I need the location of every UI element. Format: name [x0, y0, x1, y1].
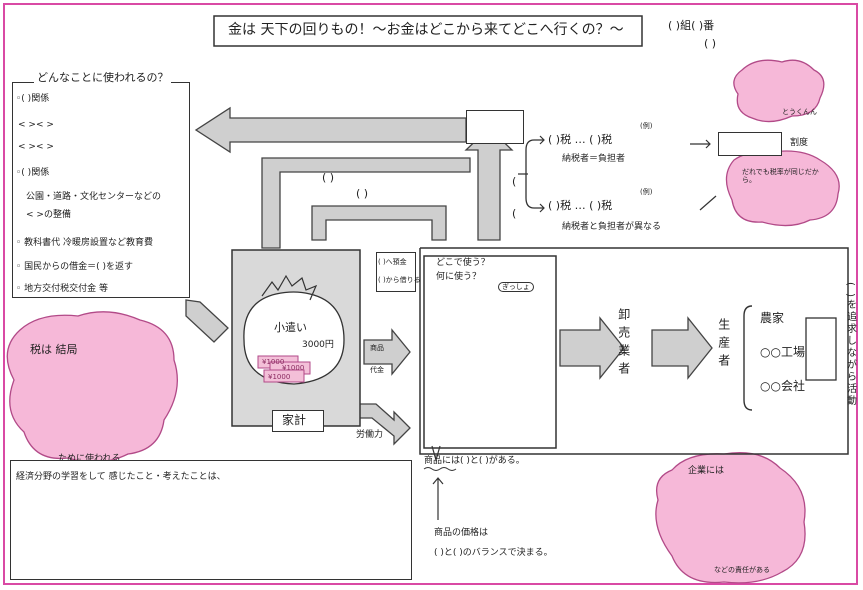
uses-line: < >の整備 — [26, 210, 71, 220]
arrow-loop-top — [312, 206, 446, 240]
uses-line: ◦( )関係 — [16, 168, 49, 178]
bill-label: ¥1000 — [282, 364, 304, 372]
tax-bracket — [518, 140, 534, 208]
cloud-mid-right — [726, 151, 839, 226]
arrow-up-gov — [466, 128, 512, 240]
uses-line: < >< > — [18, 142, 54, 152]
up-arrow-icon — [433, 478, 443, 520]
producer-item: ○○会社 — [760, 380, 805, 394]
uses-line: ◦ 教科書代 冷暖房設置など教育費 — [16, 238, 153, 248]
company-cloud-top: 企業には — [688, 466, 724, 476]
cloud-left — [7, 312, 177, 462]
uses-line: 公園・道路・文化センターなどの — [26, 192, 161, 202]
uses-line: ◦ 国民からの借金＝( )を返す — [16, 262, 133, 272]
pursuit-label: ( )を追求しながら活動 — [844, 282, 856, 407]
side-paren: ( — [512, 208, 516, 221]
side-paren: ( — [512, 176, 516, 189]
question-where: どこで使う？ — [436, 258, 490, 268]
company-cloud-bottom: などの責任がある — [714, 566, 770, 574]
arrow-to-producer — [652, 318, 712, 378]
tax-arrow-1 — [534, 136, 544, 144]
uses-line: < >< > — [18, 120, 54, 130]
cloud-company — [656, 453, 805, 583]
price-note-1: 商品の価格は — [434, 528, 488, 538]
bill-label: ¥1000 — [268, 373, 290, 381]
cloud-top-text: とうくんん — [782, 108, 817, 116]
reflection-prompt: 経済分野の学習をして 感じたこと・考えたことは、 — [16, 472, 226, 482]
tax-arrow-4 — [700, 196, 716, 210]
price-label: 代金 — [370, 366, 384, 374]
pocket-money-label: 小遣い — [274, 322, 307, 335]
government-box — [466, 110, 524, 144]
household-label: 家計 — [282, 414, 306, 428]
class-number: ( )組( )番 — [668, 20, 714, 33]
wave-underline — [424, 468, 456, 471]
producer-item: 農家 — [760, 312, 784, 326]
labor-label: 労働力 — [356, 430, 383, 440]
goods-note: 商品には( )と( )がある。 — [424, 456, 525, 466]
tax-note: 税は 結局 — [30, 344, 78, 357]
reflection-input[interactable] — [14, 490, 406, 574]
arrow-to-uses — [196, 108, 466, 152]
bill-label: ¥1000 — [262, 358, 284, 366]
tax-sub-2: 納税者と負担者が異なる — [562, 222, 661, 232]
sticker-label: ぎっしょ — [498, 282, 534, 292]
goods-label: 商品 — [370, 344, 384, 352]
cloud-mid-text: だれでも税率が同じだから。 — [742, 168, 826, 184]
name-field: ( ) — [704, 38, 716, 51]
uses-line: ◦( )関係 — [16, 94, 49, 104]
flow-paren-1: ( ) — [322, 172, 334, 185]
flow-paren-2: ( ) — [356, 188, 368, 201]
page-title: 金は 天下の回りもの！〜お金はどこから来てどこへ行くの？〜 — [228, 22, 624, 38]
pocket-money-amount: 3000円 — [302, 340, 334, 350]
arrow-to-wholesale — [560, 318, 624, 378]
shop-box — [424, 256, 556, 448]
tax-arrow-2 — [534, 204, 544, 212]
tax-sub-1: 納税者＝負担者 — [562, 154, 625, 164]
arrow-tax-left — [186, 300, 228, 342]
uses-line: ◦ 地方交付税交付金 等 — [16, 284, 108, 294]
question-what: 何に使う？ — [436, 272, 481, 282]
tax-example-2: (例) — [640, 188, 652, 196]
tax-rate-box — [718, 132, 782, 156]
tax-line-2: ( )税 … ( )税 — [548, 200, 612, 213]
uses-heading: どんなことに使われるの？ — [34, 72, 171, 85]
tax-arrow-3 — [690, 140, 710, 148]
tax-line-1: ( )税 … ( )税 — [548, 134, 612, 147]
price-note-2: ( )と( )のバランスで決まる。 — [434, 548, 553, 558]
producer-brace — [744, 306, 752, 410]
profit-box — [806, 318, 836, 380]
borrow-label: ( )から借りる — [378, 276, 421, 284]
wholesale-label: 卸売業者 — [616, 308, 630, 380]
savings-label: ( )へ預金 — [378, 258, 407, 266]
producer-item: ○○工場 — [760, 346, 805, 360]
tax-example-1: (例) — [640, 122, 652, 130]
producer-label: 生産者 — [716, 318, 730, 372]
tax-rate-label: 割度 — [790, 138, 808, 148]
